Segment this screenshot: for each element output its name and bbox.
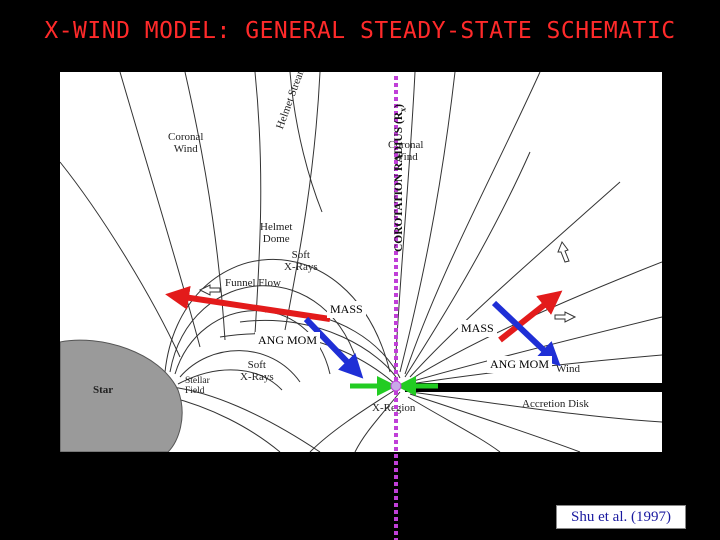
label-stellar-field: Stellar Field [185, 376, 210, 396]
slide-title: X-WIND MODEL: GENERAL STEADY-STATE SCHEM… [44, 18, 676, 44]
corotation-radius-label: COROTATION RADIUS (Rx) [393, 104, 407, 252]
x-point-marker [390, 380, 402, 392]
ang-mom-box-right: ANG MOM [487, 356, 553, 373]
label-coronal-wind-right: Coronal Wind [388, 139, 424, 163]
label-funnel-flow: Funnel Flow [225, 277, 281, 289]
ang-mom-arrow-left [303, 316, 364, 379]
label-star: Star [93, 384, 114, 396]
label-soft-xrays-upper: Soft X-Rays [284, 249, 318, 273]
mass-box-right: MASS [458, 320, 497, 337]
label-soft-xrays-lower: Soft X-Rays [240, 359, 274, 383]
mass-arrow-right [498, 290, 563, 343]
corotation-label-close: ) [393, 104, 405, 108]
label-helmet-dome: Helmet Dome [260, 221, 293, 245]
corotation-label-text: COROTATION RADIUS (R [393, 111, 405, 252]
ang-mom-arrow-right [491, 300, 561, 367]
schematic-figure: Coronal Wind Helmet Streamer Coronal Win… [60, 72, 662, 452]
corotation-label-subscript: x [398, 107, 408, 112]
mass-box-left: MASS [327, 301, 366, 318]
ang-mom-box-left: ANG MOM [255, 332, 321, 349]
mass-arrow-left [165, 285, 331, 322]
label-wind-partial: Wind [556, 363, 580, 375]
label-accretion-disk: Accretion Disk [522, 398, 589, 410]
label-x-region: X-Region [372, 402, 416, 414]
citation: Shu et al. (1997) [556, 505, 686, 529]
label-coronal-wind-left: Coronal Wind [168, 131, 204, 155]
